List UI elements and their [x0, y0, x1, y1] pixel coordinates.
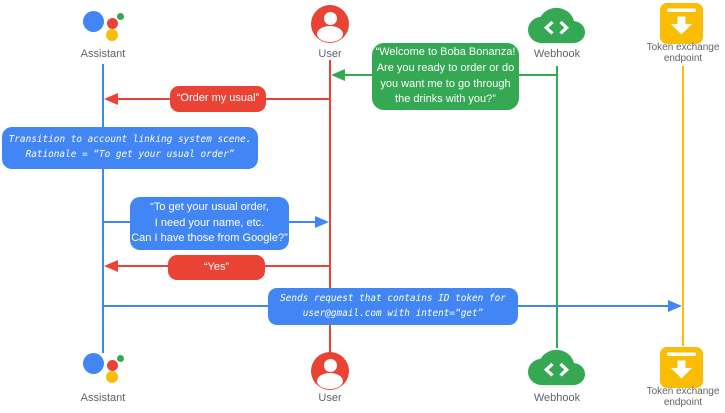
welcome-message-box: “Welcome to Boba Bonanza! Are you ready …: [372, 43, 519, 110]
assistant-blue-circle: [83, 353, 104, 374]
google-assistant-icon: [80, 8, 128, 44]
google-assistant-icon-bottom: [80, 350, 128, 386]
ask-arrowhead-right: [315, 216, 329, 228]
welcome-arrowhead-left: [331, 69, 345, 81]
person-head: [323, 358, 337, 372]
assistant-green-dot: [117, 355, 124, 362]
assistant-label-bottom: Assistant: [80, 392, 126, 404]
sends-request-note-box: Sends request that contains ID token for…: [268, 288, 518, 325]
assistant-green-dot: [117, 13, 124, 20]
user-lifeline: [329, 60, 331, 352]
assistant-yellow-circle: [106, 29, 118, 41]
cloud-code-icon-bottom: [528, 349, 585, 391]
download-endpoint-icon-bottom: [660, 347, 703, 393]
ask-message-box: “To get your usual order, I need your na…: [130, 197, 289, 250]
user-label-top: User: [318, 48, 342, 60]
assistant-lifeline: [102, 64, 104, 353]
assistant-red-circle: [107, 360, 118, 371]
assistant-label-top: Assistant: [80, 48, 126, 60]
token-endpoint-lifeline: [682, 66, 684, 346]
yes-message-box: “Yes”: [168, 255, 265, 280]
order-message-box: “Order my usual”: [170, 86, 266, 112]
token-endpoint-label-bottom: Token exchange endpoint: [646, 386, 720, 408]
person-icon: [311, 5, 349, 43]
assistant-blue-circle: [83, 11, 104, 32]
webhook-label-bottom: Webhook: [533, 392, 581, 404]
person-shoulders: [317, 26, 343, 42]
person-shoulders: [317, 373, 343, 389]
webhook-label-top: Webhook: [533, 48, 581, 60]
webhook-lifeline: [556, 66, 558, 348]
person-head: [323, 11, 337, 25]
person-icon-bottom: [311, 352, 349, 390]
transition-note-box: Transition to account linking system sce…: [2, 127, 258, 169]
sends-arrowhead-right: [668, 300, 682, 312]
download-endpoint-icon: [660, 3, 703, 49]
assistant-red-circle: [107, 18, 118, 29]
assistant-yellow-circle: [106, 371, 118, 383]
user-label-bottom: User: [318, 392, 342, 404]
cloud-code-icon: [528, 7, 585, 49]
order-arrowhead-left: [104, 93, 118, 105]
token-endpoint-label-top: Token exchange endpoint: [646, 42, 720, 64]
yes-arrowhead-left: [104, 260, 118, 272]
